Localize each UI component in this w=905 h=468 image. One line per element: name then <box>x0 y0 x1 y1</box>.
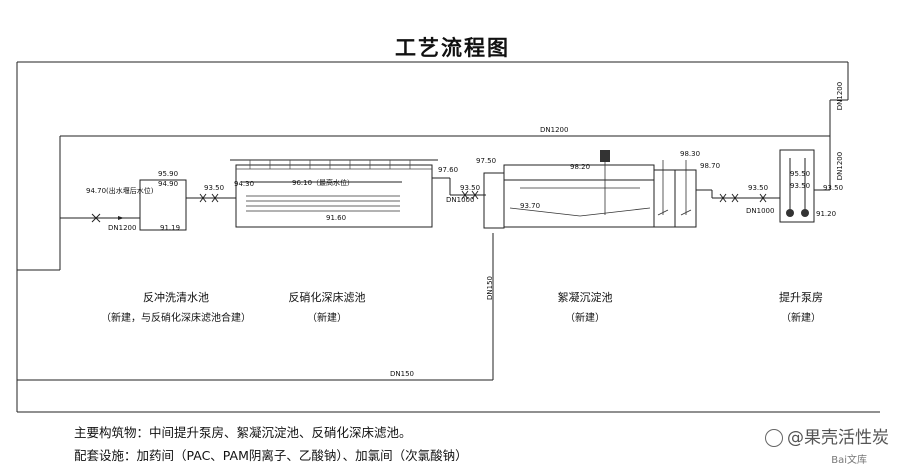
pipe-label: DN1200 <box>836 81 845 111</box>
backwash-tank <box>139 179 187 231</box>
elev-label: 93.50 <box>204 184 225 192</box>
elev-label: 98.70 <box>700 162 721 170</box>
mixer-motor <box>600 150 610 162</box>
elev-label: 96.10（最高水位） <box>292 179 355 187</box>
footer-supporting-facilities: 配套设施：加药间（PAC、PAM阴离子、乙酸钠）、加氯间（次氯酸钠） <box>74 448 468 463</box>
elev-label: 94.70(出水堰后水位) <box>86 187 154 195</box>
watermark-source: Bai文库 <box>831 455 867 466</box>
unit-label-sedimentation-tank: 絮凝沉淀池（新建） <box>557 291 613 324</box>
elev-label: 93.50 <box>460 184 481 192</box>
elev-label: 94.90 <box>158 180 179 188</box>
pump-symbols <box>786 209 809 217</box>
elev-label: 98.30 <box>680 150 701 158</box>
elev-label: 95.90 <box>158 170 179 178</box>
pump-room <box>779 149 815 223</box>
pipe-label: DN1200 <box>108 224 137 232</box>
elev-label: 97.60 <box>438 166 459 174</box>
elev-label: 94.30 <box>234 180 255 188</box>
elev-label: 95.50 <box>790 170 811 178</box>
elev-label: 93.50 <box>823 184 844 192</box>
watermark-logo-icon <box>765 429 783 447</box>
elev-label: 91.20 <box>816 210 837 218</box>
elev-label: 93.50 <box>790 182 811 190</box>
filter-media <box>246 195 400 212</box>
pipe-label: DN150 <box>486 276 494 300</box>
elev-label: 98.20 <box>570 163 591 171</box>
pipe-label: DN1000 <box>746 207 775 215</box>
watermark: @果壳活性炭 <box>765 423 889 448</box>
pipe-label: DN1200 <box>836 151 845 181</box>
elev-label: 93.70 <box>520 202 541 210</box>
elev-label: 93.50 <box>748 184 769 192</box>
footer-main-structures: 主要构筑物：中间提升泵房、絮凝沉淀池、反硝化深床滤池。 <box>74 425 412 440</box>
unit-label-denitrification-filter: 反硝化深床滤池（新建） <box>288 291 366 324</box>
flow-arrow <box>118 216 124 220</box>
elev-label: 97.50 <box>476 157 497 165</box>
page-title: 工艺流程图 <box>395 36 510 60</box>
filter-top-grid <box>236 160 432 170</box>
pipe-label: DN1000 <box>446 196 475 204</box>
unit-label-backwash-tank: 反冲洗清水池（新建，与反硝化深床滤池合建） <box>101 291 251 324</box>
denitrification-filter <box>235 164 433 228</box>
elev-label: 91.60 <box>326 214 347 222</box>
pipe-label: DN1200 <box>540 126 569 134</box>
pipe-label: DN150 <box>390 370 414 378</box>
sedimentation-tank <box>483 172 505 229</box>
unit-label-pump-room: 提升泵房（新建） <box>779 291 823 324</box>
elev-label: 91.19 <box>160 224 181 232</box>
